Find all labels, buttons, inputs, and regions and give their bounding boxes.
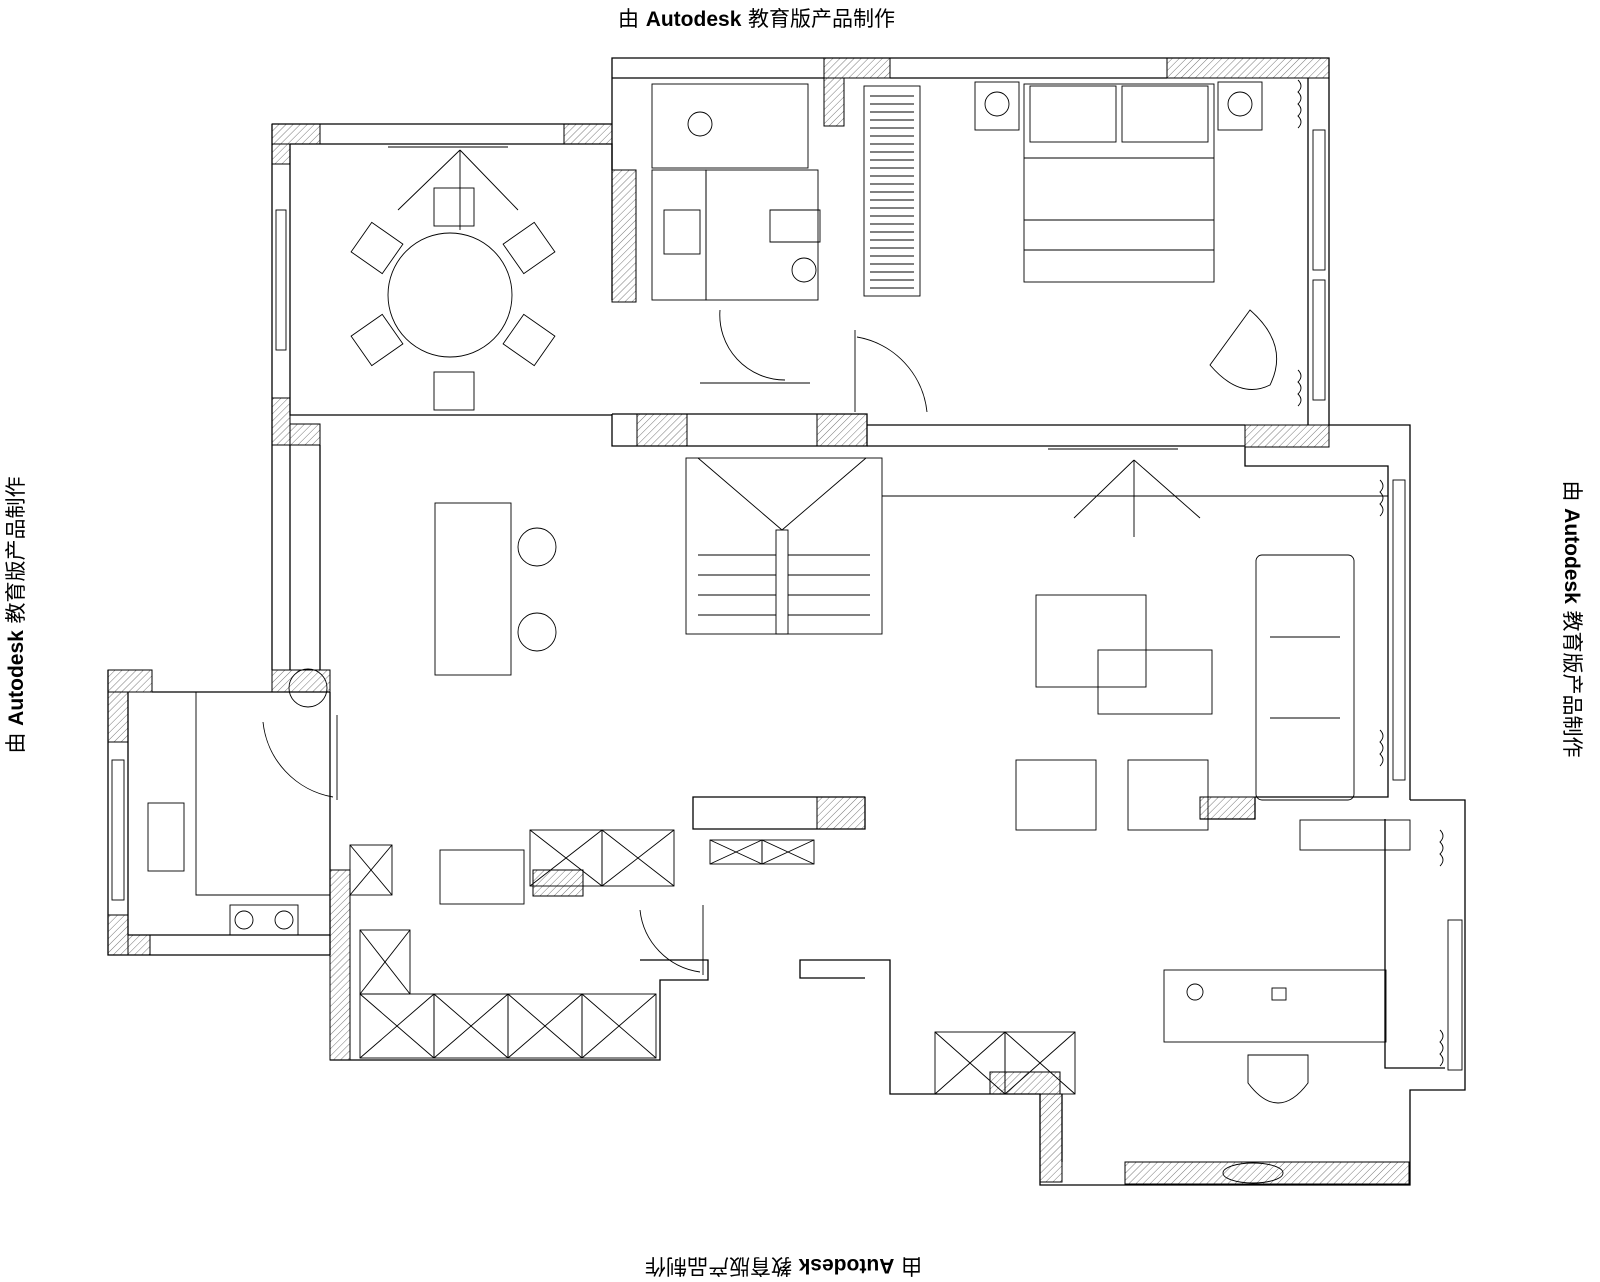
cabinets [349,829,1076,1095]
hatched-walls [107,57,1410,1185]
cabinet-unit [709,839,763,865]
cabinet-unit [507,993,583,1059]
windows [111,79,1463,1071]
bar-counter [288,502,557,708]
bathroom [651,83,821,384]
cabinet-unit [601,829,675,887]
cabinet-unit [934,1031,1006,1095]
walls [107,57,1466,1186]
study-desk [1163,969,1387,1184]
bed [974,81,1278,390]
cabinet-unit [359,993,435,1059]
living-room [882,459,1411,851]
cabinet-unit [359,929,411,995]
cabinet-unit [581,993,657,1059]
cabinet-unit [761,839,815,865]
kitchen [147,692,330,936]
watermark-top: 由 Autodesk 教育版产品制作 [618,7,896,31]
staircase [685,457,883,635]
cabinet-unit [1004,1031,1076,1095]
cabinet-unit [433,993,509,1059]
tv-cabinet [439,849,525,905]
wardrobe [863,85,921,297]
cabinet-unit [349,844,393,896]
dining-table [350,149,556,411]
door-swings [262,330,928,975]
cabinet-unit [529,829,603,887]
